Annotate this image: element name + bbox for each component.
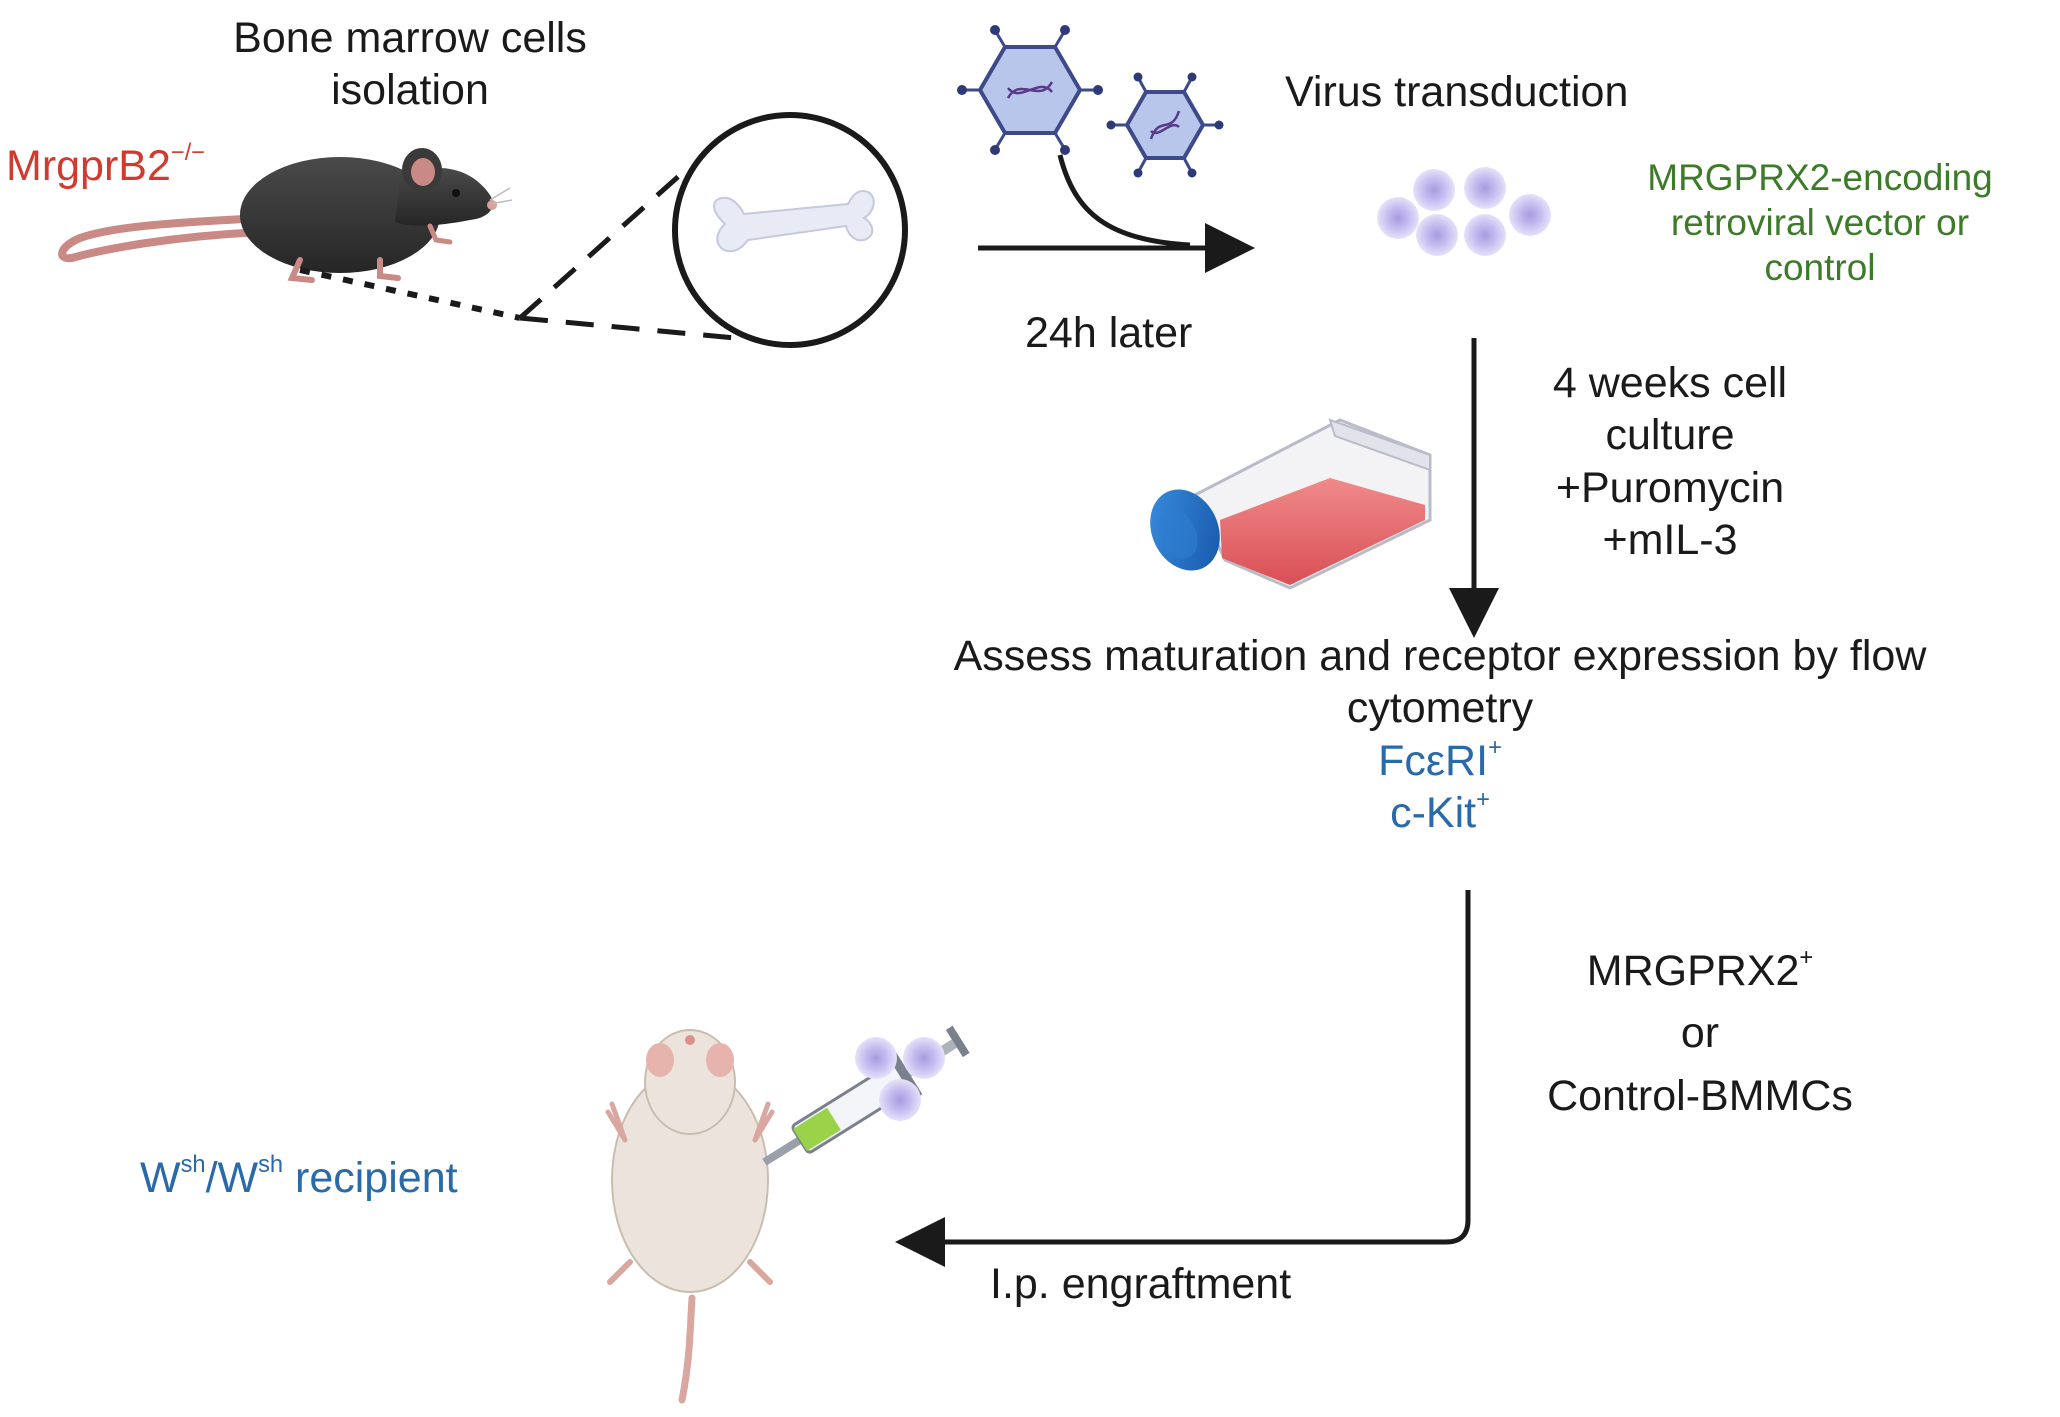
culture-line1: 4 weeks cell xyxy=(1552,359,1788,407)
marker-fceri: FcεRI+ xyxy=(820,735,2060,787)
delay-label: 24h later xyxy=(1025,309,1193,357)
cells-line1: MRGPRX2+ xyxy=(1480,940,1920,1002)
cells-line3: Control-BMMCs xyxy=(1547,1071,1853,1120)
assess-line1: Assess maturation and receptor expressio… xyxy=(953,632,1927,680)
donor-name: MrgprB2 xyxy=(6,142,171,190)
recipient-label: Wsh/Wsh recipient xyxy=(140,1152,458,1204)
virus-icon xyxy=(957,25,1224,178)
recipient-rest: recipient xyxy=(283,1154,458,1202)
recipient-w2: W xyxy=(217,1154,259,1202)
donor-genotype: −/− xyxy=(170,139,206,166)
assess-line2: cytometry xyxy=(1346,684,1534,733)
bone-icon xyxy=(713,190,875,253)
vector-line3: control xyxy=(1764,247,1876,289)
recipient-slash: / xyxy=(205,1154,218,1202)
culture-line3: +Puromycin xyxy=(1555,463,1785,512)
vector-line2: retroviral vector or xyxy=(1670,202,1970,244)
mouse-black-icon xyxy=(58,148,513,283)
arrow-engraftment xyxy=(895,890,1471,1267)
step1-title-line1: Bone marrow cells xyxy=(233,14,587,62)
culture-label: 4 weeks cell culture +Puromycin +mIL-3 xyxy=(1470,357,1870,567)
cells-line1-text: MRGPRX2 xyxy=(1586,947,1800,995)
marker2-sup: + xyxy=(1476,787,1490,814)
marker1-sup: + xyxy=(1488,734,1502,761)
culture-line4: +mIL-3 xyxy=(1602,516,1738,565)
vector-line1: MRGPRX2-encoding xyxy=(1647,157,1993,198)
culture-flask-icon xyxy=(1150,418,1432,590)
step1-title: Bone marrow cells isolation xyxy=(190,12,630,117)
culture-line2: culture xyxy=(1605,411,1735,460)
recipient-sup1: sh xyxy=(180,1151,206,1178)
donor-label: MrgprB2−/− xyxy=(6,140,205,192)
engraft-label: I.p. engraftment xyxy=(990,1260,1292,1308)
cells-line2: or xyxy=(1680,1009,1720,1058)
recipient-sup2: sh xyxy=(258,1151,284,1178)
zoom-lines xyxy=(518,173,736,341)
cells-label: MRGPRX2+ or Control-BMMCs xyxy=(1480,940,1920,1127)
cells-line1-sup: + xyxy=(1799,944,1814,971)
marker-ckit: c-Kit+ xyxy=(820,787,2060,839)
step1-title-line2: isolation xyxy=(331,66,489,115)
recipient-w1: W xyxy=(140,1154,181,1202)
cell-cluster-icon xyxy=(1377,167,1551,256)
mouse-white-icon xyxy=(605,1029,775,1404)
step2-title: Virus transduction xyxy=(1285,68,1629,116)
assess-label: Assess maturation and receptor expressio… xyxy=(820,630,2060,840)
marker2-text: c-Kit xyxy=(1390,789,1477,838)
vector-label: MRGPRX2-encoding retroviral vector or co… xyxy=(1600,155,2040,290)
marker1-text: FcεRI xyxy=(1378,736,1489,785)
cell-cluster-bottom-icon xyxy=(855,1037,945,1121)
